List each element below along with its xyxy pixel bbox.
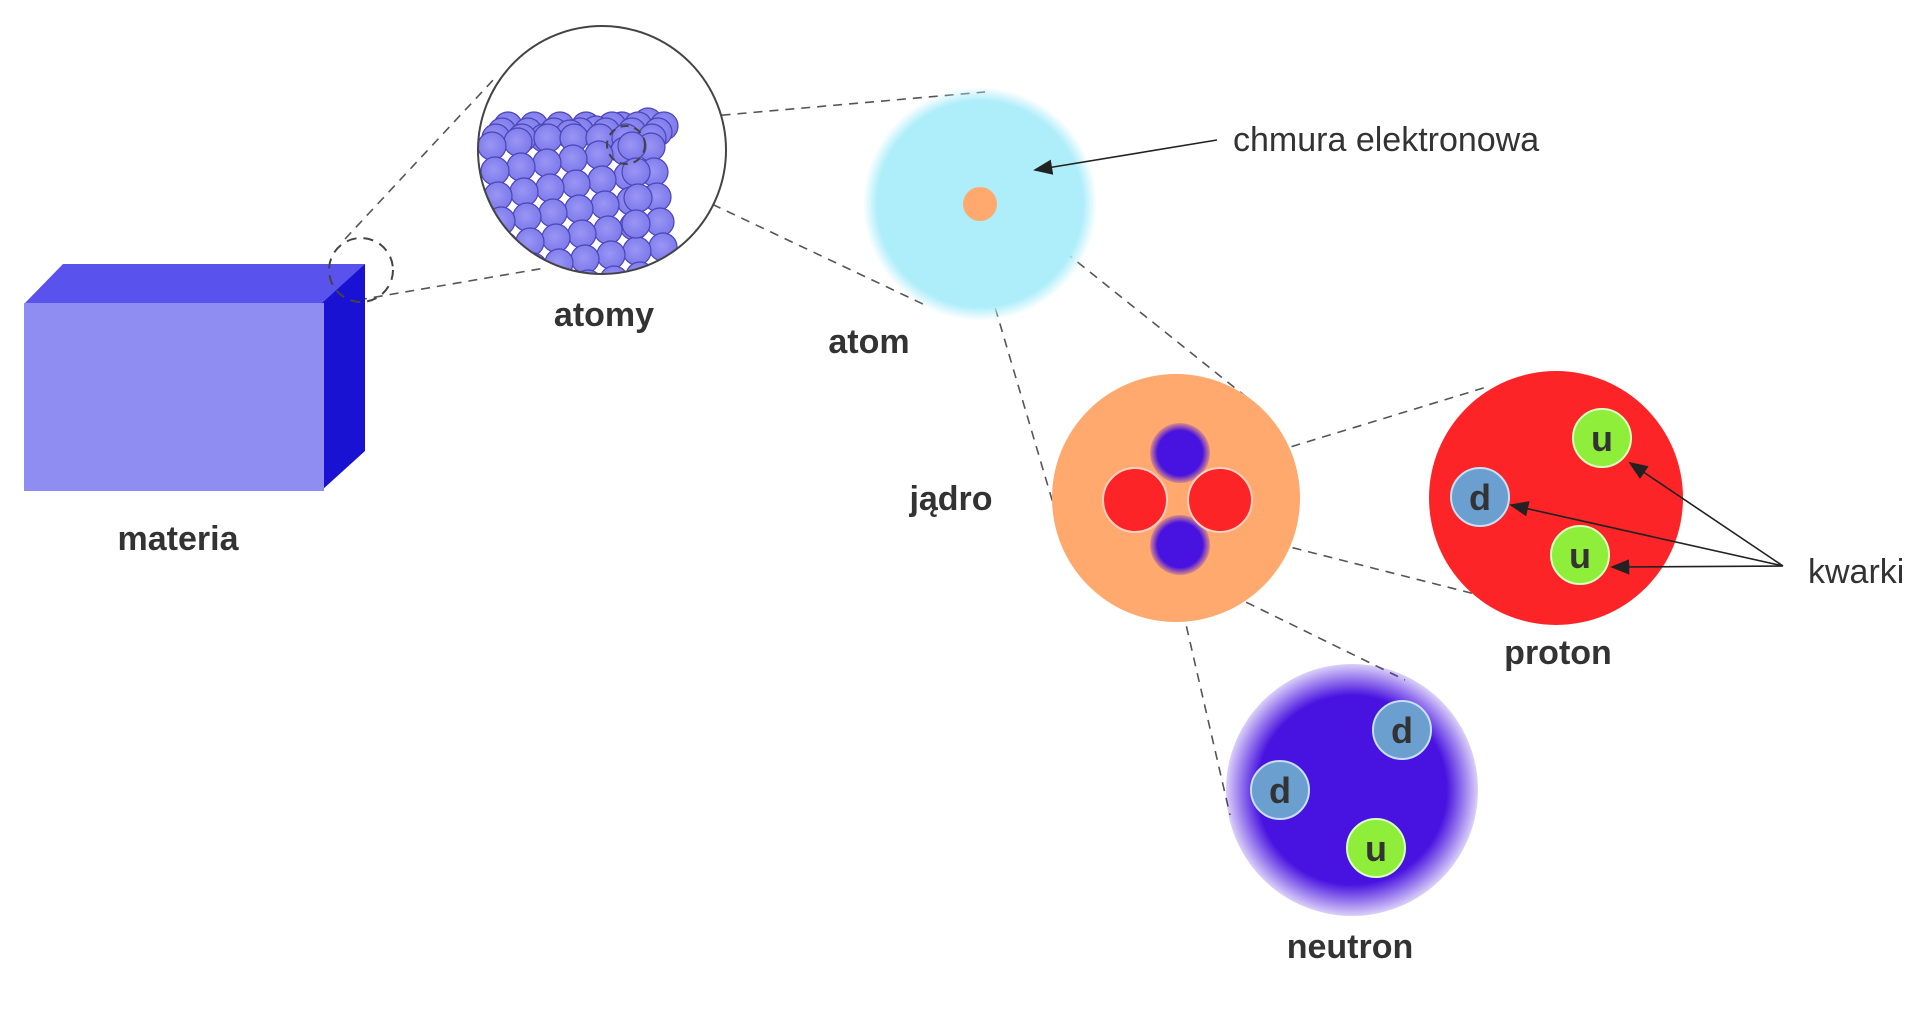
proton-quark-2: d bbox=[1469, 477, 1491, 518]
nucleus-proton bbox=[1102, 467, 1168, 533]
lattice-atom bbox=[483, 181, 513, 211]
neutron: d d u bbox=[1226, 664, 1478, 916]
label-kwarki: kwarki bbox=[1808, 553, 1904, 591]
lattice-atom bbox=[570, 244, 600, 274]
quark-u bbox=[1346, 818, 1406, 878]
lattice-atom bbox=[587, 165, 617, 195]
label-jadro: jądro bbox=[908, 480, 992, 518]
neutron-quark-2: d bbox=[1269, 770, 1291, 811]
label-atomy: atomy bbox=[554, 296, 654, 334]
atoms-lattice bbox=[477, 25, 727, 335]
atom bbox=[863, 87, 1097, 321]
lattice-atom bbox=[499, 307, 527, 335]
label-proton: proton bbox=[1504, 634, 1612, 672]
lattice-atom bbox=[525, 303, 553, 331]
label-materia: materia bbox=[118, 520, 240, 558]
quark-u bbox=[1572, 408, 1632, 468]
lattice-atom bbox=[590, 190, 620, 220]
proton-quark-3: u bbox=[1569, 535, 1591, 576]
proton-quark-1: u bbox=[1591, 418, 1613, 459]
lattice-atom bbox=[621, 209, 651, 239]
lattice-atom bbox=[564, 194, 594, 224]
lattice-atom bbox=[561, 169, 591, 199]
quark-d bbox=[1250, 760, 1310, 820]
proton: u d u bbox=[1429, 371, 1683, 625]
lattice-atom bbox=[593, 215, 623, 245]
lattice-atom bbox=[503, 127, 533, 157]
lattice-atom bbox=[535, 173, 565, 203]
lattice-atom bbox=[509, 177, 539, 207]
lattice-atom bbox=[655, 283, 683, 311]
matter-block bbox=[24, 237, 394, 491]
quark-d bbox=[1450, 467, 1510, 527]
lattice-atom bbox=[623, 183, 653, 213]
label-neutron: neutron bbox=[1287, 928, 1414, 966]
lattice-atom bbox=[622, 236, 652, 266]
lattice-atom bbox=[533, 123, 563, 153]
lattice-atom bbox=[492, 256, 522, 274]
lattice-atom bbox=[625, 261, 655, 274]
lattice-atom bbox=[617, 131, 647, 161]
lattice-atom bbox=[538, 198, 568, 228]
lattice-atom bbox=[518, 252, 548, 274]
lattice-atom bbox=[480, 156, 510, 186]
neutron-quark-3: u bbox=[1365, 828, 1387, 869]
lattice-atom bbox=[506, 152, 536, 182]
lattice-atom bbox=[512, 202, 542, 232]
nucleus-proton bbox=[1187, 467, 1253, 533]
lattice-atom bbox=[532, 148, 562, 178]
label-chmura-elektronowa: chmura elektronowa bbox=[1233, 121, 1539, 159]
lattice-atom bbox=[522, 278, 550, 306]
lattice-atom bbox=[478, 131, 507, 161]
neutron-quark-1: d bbox=[1391, 710, 1413, 751]
nucleus-neutron bbox=[1150, 515, 1210, 575]
annotation-arrows bbox=[1033, 139, 1784, 575]
nucleus-neutron bbox=[1150, 423, 1210, 483]
nucleus bbox=[1052, 374, 1300, 622]
lattice-atom bbox=[599, 265, 629, 274]
quark-u bbox=[1550, 525, 1610, 585]
lattice-atom bbox=[648, 232, 678, 262]
lattice-atom bbox=[573, 269, 603, 274]
atom-nucleus-dot bbox=[963, 187, 997, 221]
lattice-atom bbox=[558, 144, 588, 174]
label-atom: atom bbox=[828, 323, 909, 361]
lattice-atom bbox=[596, 240, 626, 270]
lattice-atom bbox=[567, 219, 597, 249]
lattice-atom bbox=[541, 223, 571, 253]
lattice-atom bbox=[496, 282, 524, 310]
quark-d bbox=[1372, 700, 1432, 760]
